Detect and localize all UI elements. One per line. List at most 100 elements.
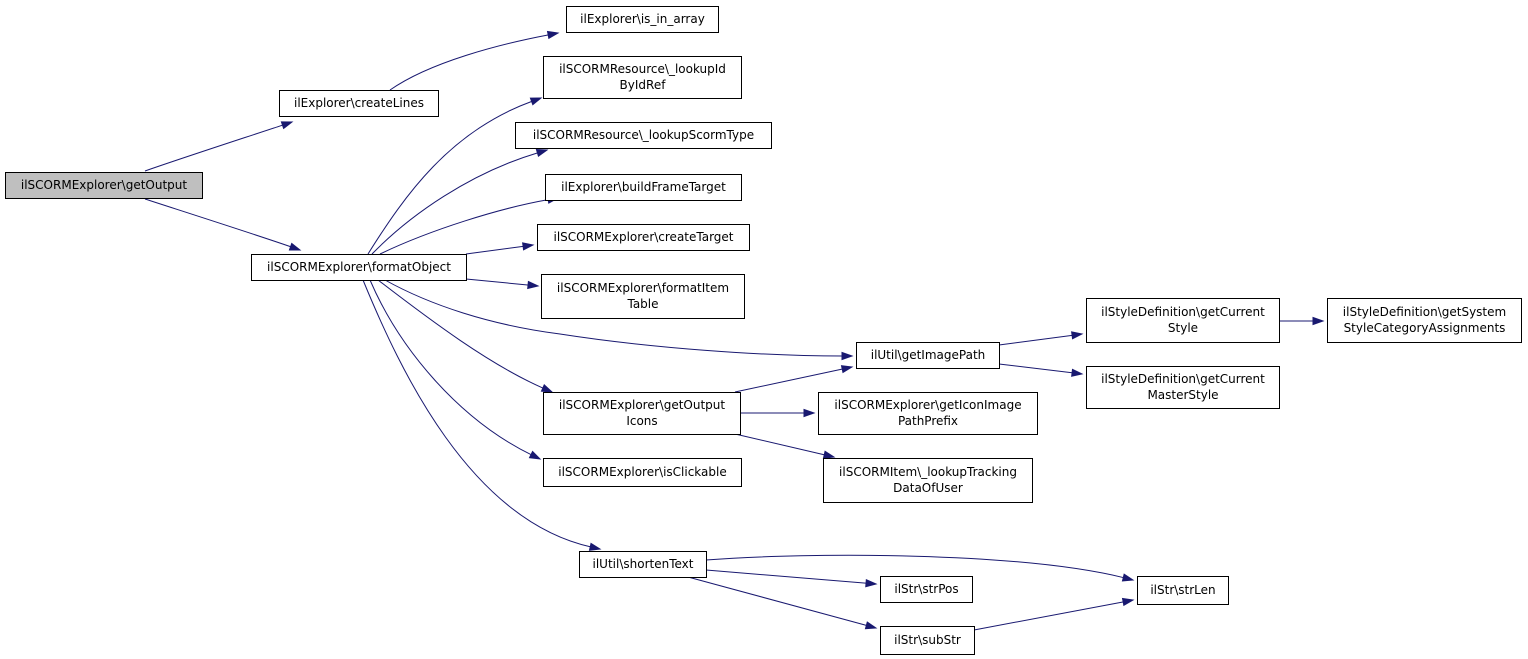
node-box xyxy=(1327,298,1522,343)
node-createLines[interactable]: ilExplorer\createLines xyxy=(279,90,439,117)
node-label: Icons xyxy=(626,414,657,428)
arrowhead-icon xyxy=(1121,573,1135,582)
node-label: ilStyleDefinition\getCurrent xyxy=(1101,305,1265,319)
node-label: ilSCORMExplorer\isClickable xyxy=(558,465,726,479)
node-label: ilExplorer\createLines xyxy=(294,96,424,110)
edge-line xyxy=(369,279,533,456)
edge-getOutput-to-createLines xyxy=(144,121,294,172)
node-label: ilSCORMResource\_lookupId xyxy=(559,62,726,76)
node-box xyxy=(543,458,742,487)
node-label: ilSCORMItem\_lookupTracking xyxy=(839,465,1017,479)
arrowhead-icon xyxy=(535,148,549,158)
node-label: ilSCORMResource\_lookupScormType xyxy=(533,128,754,142)
node-label: ilExplorer\is_in_array xyxy=(580,12,705,26)
node-shortenText[interactable]: ilUtil\shortenText xyxy=(579,551,707,578)
node-box xyxy=(823,458,1033,503)
arrowhead-icon xyxy=(588,542,602,551)
node-label: ilUtil\getImagePath xyxy=(871,348,986,362)
node-label: ilStr\strLen xyxy=(1150,583,1215,597)
edge-getOutput-to-formatObject xyxy=(144,198,302,251)
node-label: ilSCORMExplorer\createTarget xyxy=(553,230,733,244)
node-box xyxy=(5,172,203,199)
node-label: ilSCORMExplorer\formatObject xyxy=(267,260,451,274)
edge-line xyxy=(705,569,868,584)
edge-getOutputIcons-to-getImagePath xyxy=(734,365,854,393)
node-getOutput[interactable]: ilSCORMExplorer\getOutput xyxy=(5,172,203,199)
node-isClickable[interactable]: ilSCORMExplorer\isClickable xyxy=(543,458,742,487)
edge-line xyxy=(973,601,1125,631)
node-label: PathPrefix xyxy=(898,414,958,428)
edge-shortenText-to-subStr xyxy=(687,576,878,630)
node-getSystemStyleCategoryAssignments[interactable]: ilStyleDefinition\getSystemStyleCategory… xyxy=(1327,298,1522,343)
node-strPos[interactable]: ilStr\strPos xyxy=(880,576,973,603)
node-label: ilSCORMExplorer\getIconImage xyxy=(834,398,1021,412)
node-strLen[interactable]: ilStr\strLen xyxy=(1137,576,1229,605)
edge-line xyxy=(367,100,533,255)
arrowhead-icon xyxy=(288,242,302,251)
edge-shortenText-to-strLen xyxy=(705,554,1135,582)
arrowhead-icon xyxy=(864,621,878,630)
node-label: Style xyxy=(1168,321,1198,335)
arrowhead-icon xyxy=(529,97,543,106)
arrowhead-icon xyxy=(1121,597,1135,607)
edge-formatObject-to-formatItemTable xyxy=(465,278,540,290)
node-getImagePath[interactable]: ilUtil\getImagePath xyxy=(856,342,1000,369)
node-subStr[interactable]: ilStr\subStr xyxy=(880,626,975,655)
edge-line xyxy=(465,245,525,255)
edge-line xyxy=(144,198,292,248)
arrowhead-icon xyxy=(546,30,560,40)
node-box xyxy=(541,274,745,319)
edge-shortenText-to-strPos xyxy=(705,569,878,588)
node-formatObject[interactable]: ilSCORMExplorer\formatObject xyxy=(251,254,467,281)
edge-formatObject-to-lookupScormType xyxy=(371,148,549,255)
edge-line xyxy=(379,199,550,255)
node-box xyxy=(566,6,719,33)
node-label: StyleCategoryAssignments xyxy=(1344,321,1506,335)
node-label: ilUtil\shortenText xyxy=(593,557,694,571)
edge-formatObject-to-createTarget xyxy=(465,242,535,255)
arrowhead-icon xyxy=(528,450,542,460)
node-box xyxy=(1086,366,1280,409)
node-createTarget[interactable]: ilSCORMExplorer\createTarget xyxy=(537,224,750,251)
edge-line xyxy=(998,363,1074,374)
node-label: ByIdRef xyxy=(620,78,667,92)
arrowhead-icon xyxy=(803,408,816,418)
node-label: ilSCORMExplorer\getOutput xyxy=(21,178,187,192)
edge-getCurrentStyle-to-getSystemStyleCategoryAssignments xyxy=(1279,316,1325,326)
edge-line xyxy=(389,34,550,91)
edge-getOutputIcons-to-getIconImagePathPrefix xyxy=(740,408,816,418)
edge-line xyxy=(362,279,592,548)
node-box xyxy=(818,392,1038,435)
edge-formatObject-to-getImagePath xyxy=(384,279,854,361)
arrowhead-icon xyxy=(1071,331,1084,340)
node-lookupScormType[interactable]: ilSCORMResource\_lookupScormType xyxy=(515,122,772,149)
node-box xyxy=(880,576,973,603)
arrowhead-icon xyxy=(822,450,836,459)
node-is_in_array[interactable]: ilExplorer\is_in_array xyxy=(566,6,719,33)
node-buildFrameTarget[interactable]: ilExplorer\buildFrameTarget xyxy=(545,174,742,201)
edge-line xyxy=(734,368,844,393)
node-label: ilSCORMExplorer\formatItem xyxy=(557,281,729,295)
edge-getOutputIcons-to-lookupTrackingDataOfUser xyxy=(734,433,836,459)
edge-line xyxy=(371,152,539,255)
node-label: ilStr\subStr xyxy=(894,633,961,647)
edge-createLines-to-is_in_array xyxy=(389,30,560,91)
node-box xyxy=(579,551,707,578)
node-box xyxy=(856,342,1000,369)
node-label: DataOfUser xyxy=(893,481,963,495)
node-box xyxy=(543,56,742,99)
node-box xyxy=(545,174,742,201)
node-layer: ilSCORMExplorer\getOutput ilExplorer\crea… xyxy=(5,6,1522,655)
arrowhead-icon xyxy=(1312,316,1325,326)
edge-line xyxy=(144,124,284,172)
arrowhead-icon xyxy=(1071,368,1084,377)
arrowhead-icon xyxy=(522,242,535,251)
